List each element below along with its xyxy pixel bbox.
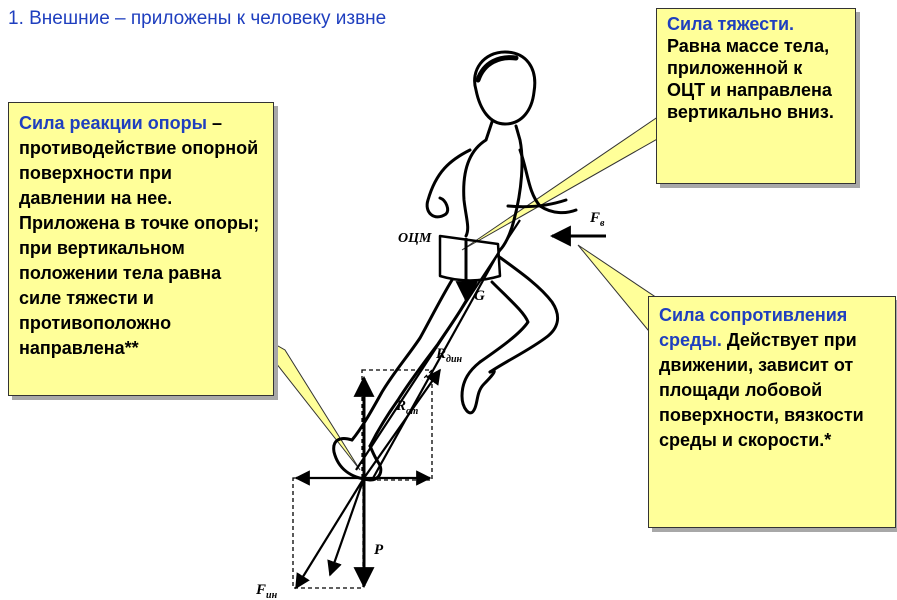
runner-figure (332, 50, 578, 482)
resistance-heading: Сила сопротивления среды. (659, 305, 848, 350)
label-fin: Fин (255, 582, 278, 600)
label-fb: Fв (589, 210, 605, 229)
label-rdin: Rдин (435, 346, 463, 365)
gravity-callout: Сила тяжести. Равна массе тела, приложен… (656, 8, 856, 184)
label-p: P (374, 542, 384, 558)
label-g: G (474, 288, 485, 304)
gravity-text: Равна массе тела, приложенной к ОЦТ и на… (667, 36, 834, 122)
resistance-callout: Сила сопротивления среды. Действует при … (648, 296, 896, 528)
support-reaction-callout: Сила реакции опоры – противодействие опо… (8, 102, 274, 396)
support-reaction-heading: Сила реакции опоры (19, 113, 207, 133)
gravity-heading: Сила тяжести. (667, 14, 795, 34)
page-title: 1. Внешние – приложены к человеку извне (8, 8, 387, 29)
support-reaction-text: – противодействие опорной поверхности пр… (19, 113, 260, 358)
label-rst: Rст (395, 398, 418, 417)
gravity-callout-tail (461, 109, 683, 251)
resistance-text: Действует при движении, зависит от площа… (659, 330, 864, 450)
label-ocm: ОЦМ (398, 231, 432, 246)
force-vectors (294, 219, 606, 590)
